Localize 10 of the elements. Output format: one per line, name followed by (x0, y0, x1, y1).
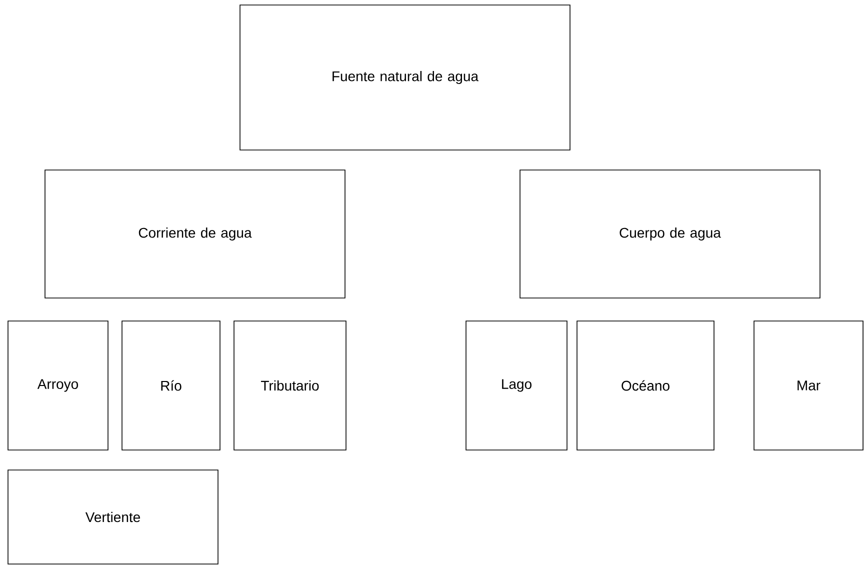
category-box: Arroyo (8, 320, 108, 450)
category-box: Río (122, 320, 220, 450)
category-box: Océano (576, 320, 714, 450)
category-box: Fuente natural de agua (240, 4, 570, 150)
category-box: Cuerpo de agua (520, 170, 820, 298)
category-box: Lago (466, 320, 568, 450)
category-box: Mar (754, 320, 864, 450)
category-box: Tributario (234, 320, 346, 450)
category-box: Vertiente (8, 470, 218, 564)
category-box: Corriente de agua (44, 170, 346, 298)
